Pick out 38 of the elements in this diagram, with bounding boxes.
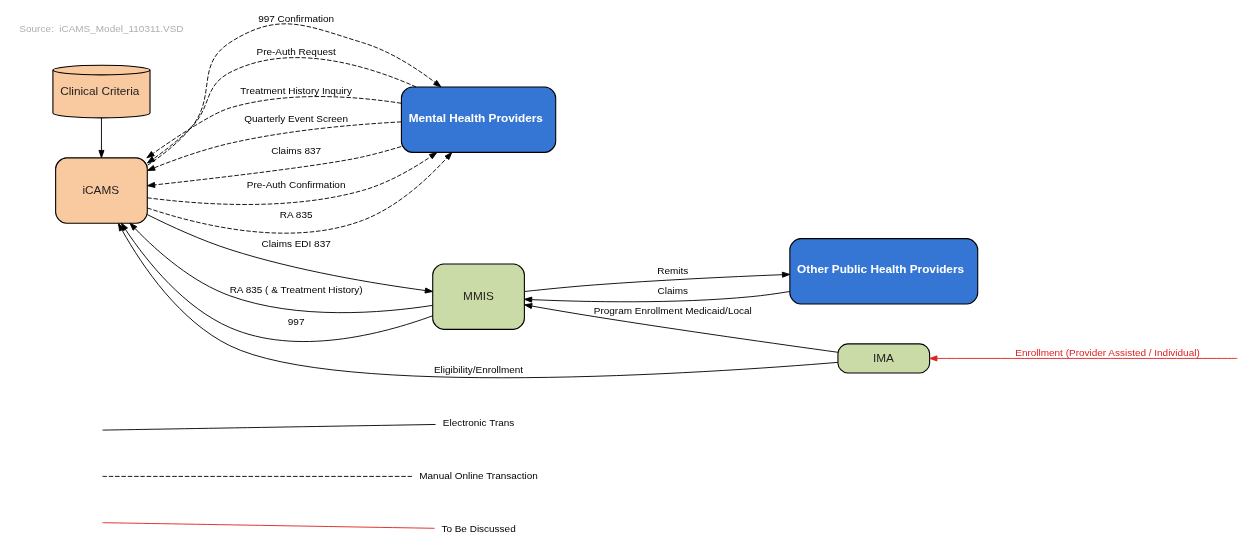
arrow [524, 271, 791, 292]
legend-label: Electronic Trans [442, 416, 515, 428]
arrow [147, 145, 402, 188]
edge-label: Program Enrollment Medicaid/Local [593, 304, 752, 316]
node-box: IMA [837, 342, 931, 373]
arrow [929, 354, 1238, 361]
edge-label: Pre-Auth Request [256, 45, 336, 57]
edge-label: 997 [287, 315, 305, 327]
arrow [524, 302, 839, 353]
node-box: Mental Health Providers [400, 86, 557, 153]
legend-label: To Be Discussed [441, 522, 516, 534]
edge-label: RA 835 ( & Treatment History) [229, 283, 363, 295]
edge-label: Pre-Auth Confirmation [246, 178, 346, 190]
arrow [146, 213, 433, 293]
arrow [146, 95, 402, 158]
arrow [147, 22, 442, 166]
edge-label: Claims EDI 837 [261, 237, 331, 249]
edge-label: Remits [657, 264, 689, 276]
node-box: Other Public Health Providers [789, 237, 979, 304]
arrow [524, 290, 791, 303]
legend-label: Manual Online Transaction [419, 469, 538, 481]
edge-label: RA 835 [279, 208, 313, 220]
node-box: MMIS [432, 263, 525, 330]
arrow [147, 120, 402, 171]
edge-label: Claims 837 [271, 144, 322, 156]
arrow [146, 151, 438, 205]
arrow [98, 116, 105, 158]
label: Source: iCAMS_Model_110311.VSD [19, 22, 184, 34]
arrow [147, 56, 417, 163]
edge-label: Treatment History Inquiry [240, 84, 352, 96]
arrow [129, 222, 434, 313]
edge-label: Enrollment (Provider Assisted / Individual) [1015, 346, 1200, 358]
arrow [146, 151, 453, 234]
edge-label: 997 Confirmation [258, 12, 335, 24]
edge-label: Claims [657, 284, 689, 296]
edge-label: Eligibility/Enrollment [433, 363, 524, 375]
edge-label: Quarterly Event Screen [244, 112, 348, 124]
node-box: iCAMS [55, 156, 148, 224]
